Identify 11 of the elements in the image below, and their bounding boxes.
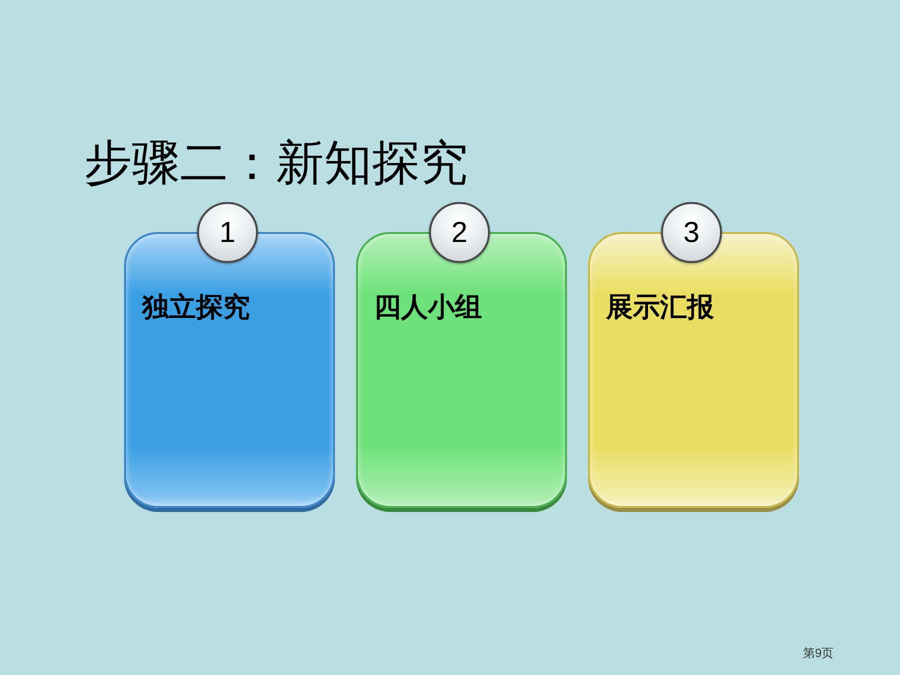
number-circle [429, 202, 490, 263]
step-number: 2 [451, 216, 468, 250]
number-circle [661, 202, 722, 263]
step-number: 3 [683, 216, 700, 250]
page-number: 第9页 [803, 645, 834, 661]
card-heading: 展示汇报 [606, 291, 714, 324]
step-number: 1 [219, 216, 236, 250]
card-heading: 四人小组 [374, 291, 482, 324]
card-heading: 独立探究 [142, 291, 250, 324]
number-circle [197, 202, 258, 263]
slide-title: 步骤二：新知探究 [84, 136, 468, 192]
